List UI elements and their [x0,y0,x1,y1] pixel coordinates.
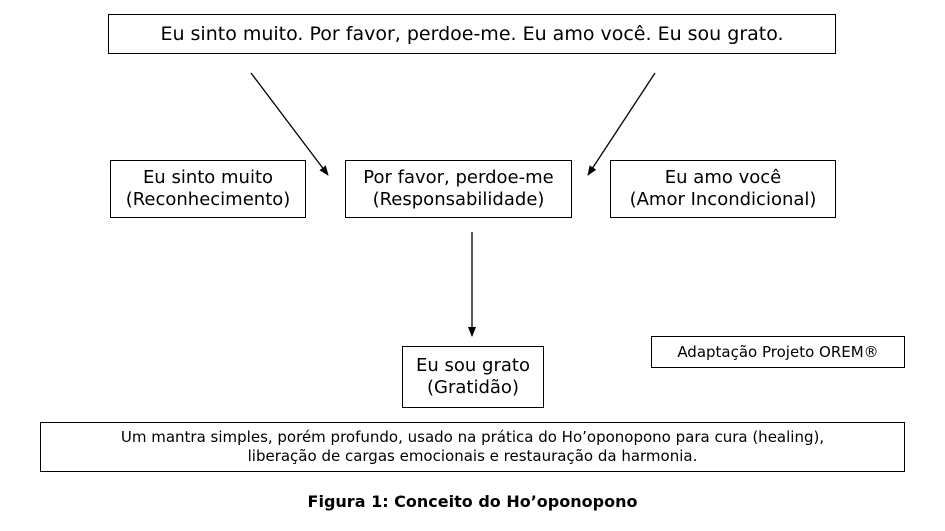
figure-caption: Figura 1: Conceito do Ho’oponopono [307,492,638,511]
node-love-subtitle: (Amor Incondicional) [629,189,817,210]
node-forgive: Por favor, perdoe-me (Responsabilidade) [345,160,572,218]
mantra-text: Eu sinto muito. Por favor, perdoe-me. Eu… [160,22,784,45]
arrow-left-to-forgive [250,72,329,176]
credit-box: Adaptação Projeto OREM® [651,336,905,368]
mantra-box: Eu sinto muito. Por favor, perdoe-me. Eu… [108,14,836,54]
node-grateful: Eu sou grato (Gratidão) [402,346,544,408]
description-line-1: Um mantra simples, porém profundo, usado… [120,427,825,446]
node-sorry-title: Eu sinto muito [142,167,274,189]
credit-text: Adaptação Projeto OREM® [677,343,879,361]
node-grateful-title: Eu sou grato [416,355,530,377]
node-sorry-subtitle: (Reconhecimento) [125,189,291,210]
description-box: Um mantra simples, porém profundo, usado… [40,422,905,472]
node-love-title: Eu amo você [664,167,782,189]
node-sorry: Eu sinto muito (Reconhecimento) [110,160,306,218]
node-forgive-subtitle: (Responsabilidade) [372,189,545,210]
node-forgive-title: Por favor, perdoe-me [363,167,554,189]
node-love: Eu amo você (Amor Incondicional) [610,160,836,218]
description-line-2: liberação de cargas emocionais e restaur… [247,447,698,465]
arrow-right-to-forgive [587,72,656,176]
node-grateful-subtitle: (Gratidão) [427,377,519,398]
